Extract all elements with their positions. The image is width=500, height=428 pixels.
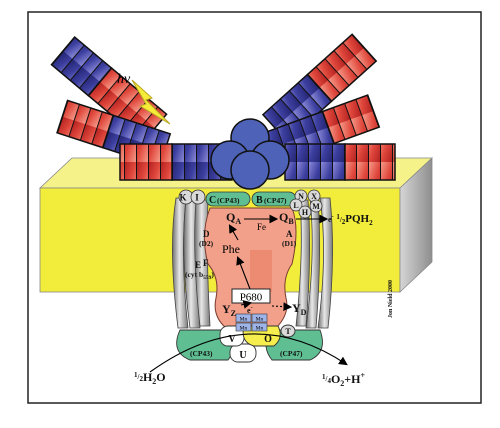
subunit-k-label: K	[179, 193, 186, 203]
subunit-b-name: (CP47)	[264, 196, 287, 205]
author-credit: Jon Nield 2000	[388, 280, 394, 318]
electron-label: e-	[247, 305, 253, 315]
subunit-o-label: O	[264, 334, 272, 345]
mn-3-label: Mn	[240, 326, 248, 332]
lumenal-proteins	[176, 324, 323, 363]
subunit-d-name: (D2)	[199, 239, 214, 248]
oxygen-label: 1/4O2+H+	[322, 371, 365, 388]
antenna-hub-disks	[210, 118, 290, 190]
cyt-b559-label: (cyt b559)	[185, 270, 214, 281]
subunit-m-label: M	[312, 202, 320, 211]
psbt-subunit	[280, 324, 296, 338]
core-inner-shade	[250, 250, 272, 292]
subunit-t-label: T	[285, 327, 291, 336]
electron-transfer-arrows	[149, 214, 348, 373]
right-transmembrane-helices	[295, 197, 333, 329]
mn-1-label: Mn	[240, 317, 248, 323]
cofactor-labels: QA QB Fe Phe YZ YD e-	[222, 210, 307, 318]
pqh2-label: e- 1/2PQH2	[328, 213, 373, 227]
phe-label: Phe	[222, 242, 240, 256]
subunit-b-label: B	[256, 195, 263, 206]
subunit-c-label: C	[209, 195, 216, 206]
light-harvesting-antenna	[50, 33, 396, 181]
qb-label: QB	[279, 210, 294, 226]
subunit-c-name: (CP43)	[217, 196, 240, 205]
mn-4-label: Mn	[256, 326, 264, 332]
subunit-l-label: L	[293, 201, 298, 210]
subunit-a-label: A	[286, 229, 293, 239]
subunit-h-label: H	[302, 208, 309, 217]
subunit-a-name: (D1)	[282, 239, 297, 248]
yz-label: YZ	[222, 302, 236, 318]
light-bolt-icon	[131, 79, 171, 125]
psbu-subunit	[229, 343, 257, 363]
light-label: hv	[117, 72, 131, 87]
small-subunits-right	[289, 189, 323, 219]
subunit-e-label: E	[195, 260, 201, 270]
subunit-x-label: X	[311, 192, 317, 201]
subunit-i-label: I	[195, 193, 199, 203]
subunit-v-label: V	[228, 334, 236, 345]
fe-label: Fe	[257, 222, 266, 232]
subunit-labels: K I C (CP43) B (CP47) N X L H M D (D2) A…	[179, 192, 320, 361]
subunit-u-label: U	[239, 350, 246, 361]
qa-label: QA	[226, 210, 241, 226]
small-subunits-left	[178, 189, 206, 205]
manganese-cluster	[235, 313, 268, 332]
subunit-d-label: D	[203, 229, 210, 239]
yd-label: YD	[292, 301, 307, 317]
mn-2-label: Mn	[256, 317, 264, 323]
subunit-n-label: N	[298, 192, 304, 201]
cp47-lumenal-label: (CP47)	[280, 349, 303, 358]
cp43-lumenal-label: (CP43)	[190, 349, 213, 358]
subunit-f-label: F	[203, 258, 209, 268]
left-transmembrane-helices	[172, 197, 211, 329]
p680-label: P680	[240, 292, 263, 304]
water-label: 1/2H2O	[134, 370, 166, 386]
